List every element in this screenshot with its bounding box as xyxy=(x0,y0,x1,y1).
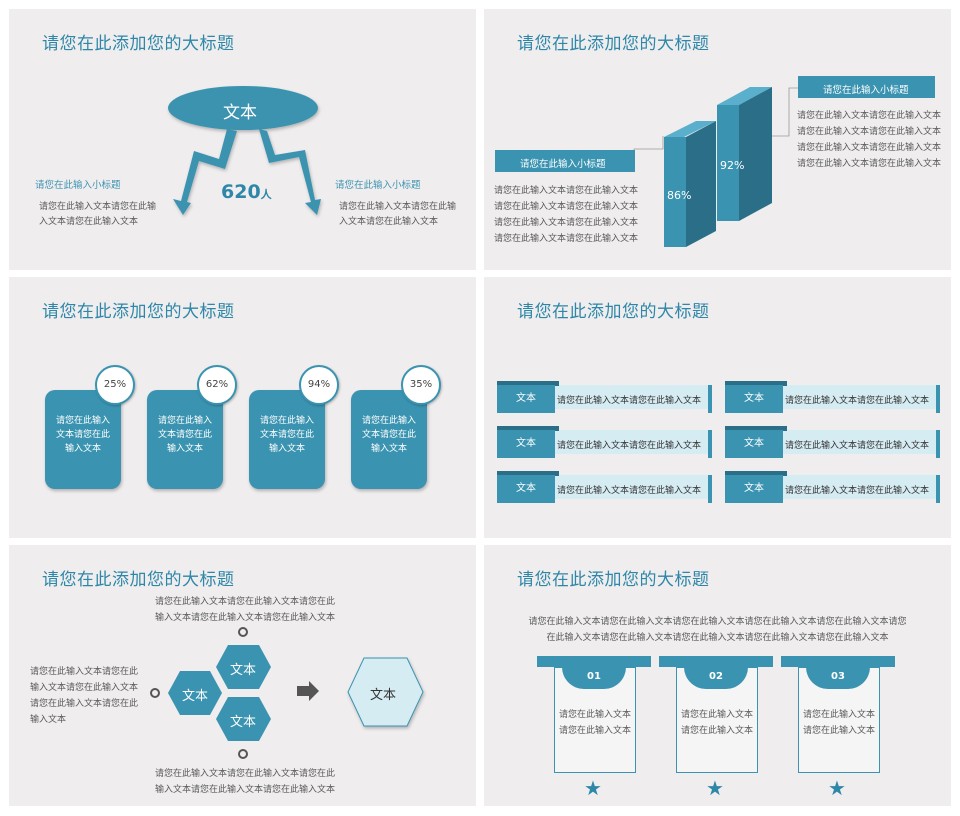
column-header-bar xyxy=(659,656,773,667)
percent-circle: 62% xyxy=(197,365,237,405)
right-subtitle: 请您在此输入小标题 xyxy=(335,180,421,191)
count-value: 620人 xyxy=(221,181,272,203)
row-tag-top xyxy=(725,426,787,431)
top-label: 请您在此输入小标题 xyxy=(823,85,909,96)
percent-circle: 94% xyxy=(299,365,339,405)
column-number: 01 xyxy=(562,667,626,689)
row-tag-top xyxy=(497,426,559,431)
column-header-bar xyxy=(781,656,895,667)
left-subtitle: 请您在此输入小标题 xyxy=(35,180,121,191)
row-edge xyxy=(936,430,940,458)
slide-title: 请您在此添加您的大标题 xyxy=(517,570,710,590)
left-label-box xyxy=(495,150,635,172)
right-text: 请您在此输入文本请您在此输入文本请您在此输入文本 xyxy=(339,202,457,227)
percent-card: 请您在此输入文本请您在此输入文本 xyxy=(147,390,223,489)
row-text: 请您在此输入文本请您在此输入文本 xyxy=(785,441,930,451)
card-text: 请您在此输入文本请您在此输入文本 xyxy=(55,416,110,454)
row-text: 请您在此输入文本请您在此输入文本 xyxy=(785,486,930,496)
top-label-box xyxy=(798,76,935,98)
row-tag-top xyxy=(497,471,559,476)
slide-2: 请您在此添加您的大标题 请您在此输入小标题 请您在此输入小标题 86% 92% … xyxy=(484,9,951,270)
oval-label: 文本 xyxy=(223,103,257,123)
slide-title: 请您在此添加您的大标题 xyxy=(42,34,235,54)
card-text: 请您在此输入文本请您在此输入文本 xyxy=(361,416,416,454)
card-text: 请您在此输入文本请您在此输入文本 xyxy=(157,416,212,454)
top-text: 请您在此输入文本请您在此输入文本请您在此输入文本请您在此输入文本请您在此输入文本 xyxy=(155,597,336,623)
slide-3: 请您在此添加您的大标题 请您在此输入文本请您在此输入文本 25% 请您在此输入文本请… xyxy=(9,277,476,538)
row-text: 请您在此输入文本请您在此输入文本 xyxy=(557,396,702,406)
row-text: 请您在此输入文本请您在此输入文本 xyxy=(785,396,930,406)
left-text: 请您在此输入文本请您在此输入文本请您在此输入文本请您在此输入文本请您在此输入文本… xyxy=(494,186,639,244)
column-number: 02 xyxy=(684,667,748,689)
intro-text: 请您在此输入文本请您在此输入文本请您在此输入文本请您在此输入文本请您在此输入文本… xyxy=(528,617,907,643)
row-edge xyxy=(936,385,940,413)
row-tag: 文本 xyxy=(497,475,555,503)
column-header-bar xyxy=(537,656,651,667)
left-text: 请您在此输入文本请您在此输入文本请您在此输入文本 xyxy=(39,202,157,227)
bar-3d-graphic xyxy=(633,87,798,247)
row-tag: 文本 xyxy=(725,475,783,503)
percent-card: 请您在此输入文本请您在此输入文本 xyxy=(351,390,427,489)
arrows-graphic xyxy=(168,86,321,215)
hexagon-graphic xyxy=(150,627,424,759)
column-number: 03 xyxy=(806,667,870,689)
slide-title: 请您在此添加您的大标题 xyxy=(517,302,710,322)
slide-4: 请您在此添加您的大标题 文本请您在此输入文本请您在此输入文本文本请您在此输入文本… xyxy=(484,277,951,538)
row-tag: 文本 xyxy=(497,430,555,458)
column-text: 请您在此输入文本请您在此输入文本 xyxy=(680,710,753,736)
star-icon: ★ xyxy=(584,776,602,800)
slide-title: 请您在此添加您的大标题 xyxy=(42,570,235,590)
star-icon: ★ xyxy=(706,776,724,800)
row-text: 请您在此输入文本请您在此输入文本 xyxy=(557,486,702,496)
card-text: 请您在此输入文本请您在此输入文本 xyxy=(259,416,314,454)
left-label: 请您在此输入小标题 xyxy=(520,159,606,170)
column-text: 请您在此输入文本请您在此输入文本 xyxy=(802,710,875,736)
bar2-value: 92% xyxy=(720,159,745,172)
row-tag: 文本 xyxy=(725,385,783,413)
right-text: 请您在此输入文本请您在此输入文本请您在此输入文本请您在此输入文本请您在此输入文本… xyxy=(797,111,942,169)
column-text: 请您在此输入文本请您在此输入文本 xyxy=(558,710,631,736)
bottom-text: 请您在此输入文本请您在此输入文本请您在此输入文本请您在此输入文本请您在此输入文本 xyxy=(155,769,336,795)
slide-5: 请您在此添加您的大标题 请您在此输入文本请您在此输入文本请您在此输入文本请您在此… xyxy=(9,545,476,806)
row-edge xyxy=(708,385,712,413)
row-tag-top xyxy=(497,381,559,386)
count-unit: 人 xyxy=(260,188,272,201)
bar1-value: 86% xyxy=(667,189,692,202)
row-edge xyxy=(708,475,712,503)
row-tag-top xyxy=(725,471,787,476)
hexagon-1-label: 文本 xyxy=(230,663,257,678)
percent-circle: 25% xyxy=(95,365,135,405)
slide-1: 请您在此添加您的大标题 文本 620人 请您在此输入小标题 请您在此输入文本请您… xyxy=(9,9,476,270)
row-text: 请您在此输入文本请您在此输入文本 xyxy=(557,441,702,451)
percent-circle: 35% xyxy=(401,365,441,405)
hexagon-3-label: 文本 xyxy=(230,715,257,730)
row-tag: 文本 xyxy=(725,430,783,458)
row-tag: 文本 xyxy=(497,385,555,413)
slide-6: 请您在此添加您的大标题 请您在此输入文本请您在此输入文本请您在此输入文本请您在此… xyxy=(484,545,951,806)
hexagon-2-label: 文本 xyxy=(182,689,209,704)
percent-card: 请您在此输入文本请您在此输入文本 xyxy=(45,390,121,489)
star-icon: ★ xyxy=(828,776,846,800)
slide-title: 请您在此添加您的大标题 xyxy=(517,34,710,54)
left-text: 请您在此输入文本请您在此输入文本请您在此输入文本请您在此输入文本请您在此输入文本 xyxy=(30,667,139,725)
hexagon-big-label: 文本 xyxy=(370,688,397,703)
row-tag-top xyxy=(725,381,787,386)
count-number: 620 xyxy=(221,181,261,203)
slide-title: 请您在此添加您的大标题 xyxy=(42,302,235,322)
row-edge xyxy=(936,475,940,503)
row-edge xyxy=(708,430,712,458)
percent-card: 请您在此输入文本请您在此输入文本 xyxy=(249,390,325,489)
